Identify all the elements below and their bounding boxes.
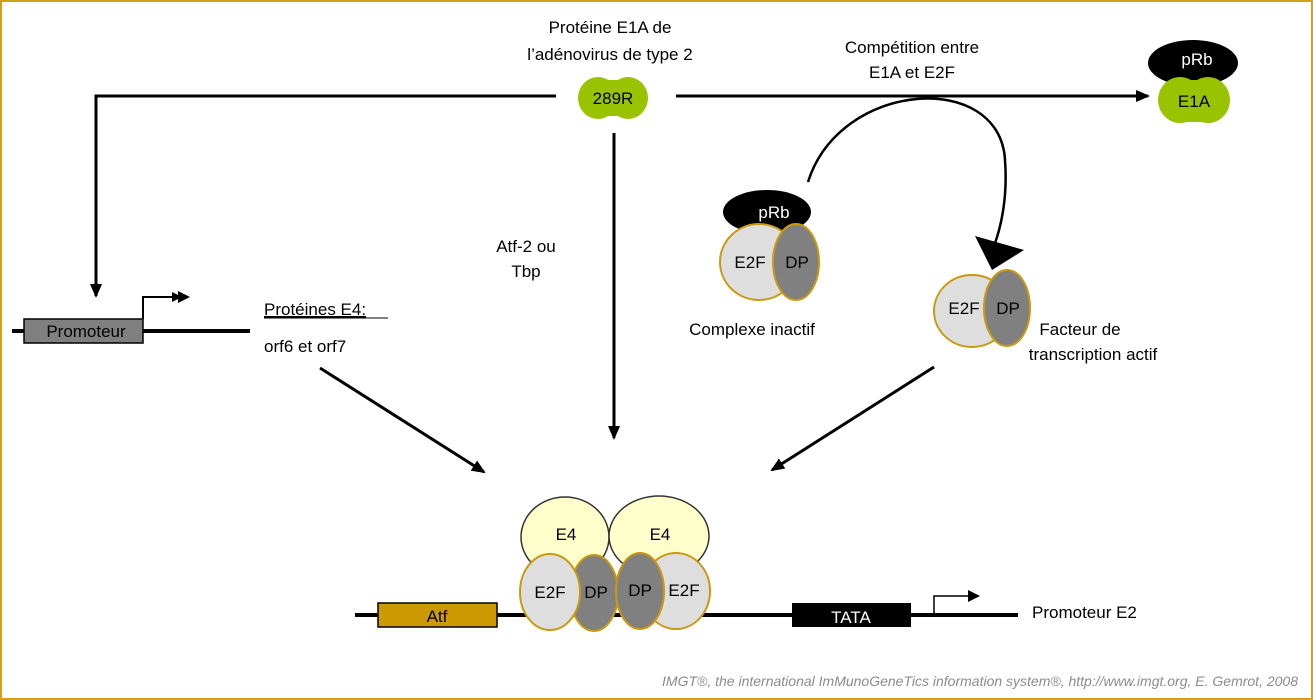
tata-box [792, 603, 911, 627]
protein-289r-label: 289R [593, 89, 634, 108]
dp-label-active: DP [996, 299, 1020, 318]
e1a-title-line2: l’adénovirus de type 2 [527, 45, 692, 64]
bound-complex: E4 E4 E2F DP DP E2F [519, 495, 711, 632]
dp-left-label: DP [584, 583, 608, 602]
prb-label-top: pRb [1181, 50, 1212, 69]
e2f-label-active: E2F [948, 299, 979, 318]
e2f-right-label: E2F [668, 581, 699, 600]
competition-line2: E1A et E2F [869, 63, 955, 82]
arrow-e4-proteins-to-complex [319, 366, 486, 474]
active-factor-caption-line2: transcription actif [1029, 345, 1158, 364]
arrow-active-factor-to-complex [770, 365, 935, 472]
e4-right-label: E4 [650, 525, 671, 544]
e2-promoter-label: Promoteur E2 [1032, 603, 1137, 622]
e2f-left [519, 553, 581, 631]
dp-label-inactive: DP [785, 253, 809, 272]
e4-promoter-label: Promoteur [46, 322, 126, 341]
competition-line1: Compétition entre [845, 38, 979, 57]
active-factor: E2F DP [933, 269, 1031, 348]
atf-box-label: Atf [427, 607, 448, 626]
dp-right [615, 552, 665, 630]
e4-left-label: E4 [556, 525, 577, 544]
protein-289r: 289R [578, 77, 648, 119]
e4-transcription-start-arrow [142, 292, 182, 319]
atf-box [377, 602, 498, 628]
e4-proteins-items: orf6 et orf7 [264, 337, 346, 356]
tata-box-label: TATA [831, 608, 871, 627]
curved-arrow-head [975, 236, 1024, 270]
inactive-complex: pRb E2F DP [719, 190, 820, 301]
credit-line: IMGT®, the international ImMunoGeneTics … [662, 673, 1298, 689]
curved-competition-arrow [806, 97, 1007, 247]
dp-right-label: DP [628, 581, 652, 600]
arrow-289r-to-e4-promoter [90, 94, 556, 298]
e2-transcription-start-arrow [933, 595, 970, 613]
atf2-tbp-line1: Atf-2 ou [496, 237, 556, 256]
e1a-label: E1A [1178, 92, 1211, 111]
e2f-left-label: E2F [534, 583, 565, 602]
prb-label-inactive: pRb [758, 203, 789, 222]
active-factor-caption-line1: Facteur de [1039, 320, 1120, 339]
prb-shape [1148, 40, 1238, 86]
e2f-label-inactive: E2F [734, 253, 765, 272]
atf2-tbp-line2: Tbp [511, 262, 540, 281]
prb-e1a-complex: pRb E1A [1148, 40, 1238, 123]
inactive-complex-caption: Complexe inactif [689, 320, 815, 339]
e1a-title-line1: Protéine E1A de [549, 18, 672, 37]
e4-promoter-box [23, 318, 144, 344]
e4-proteins-heading: Protéines E4: [264, 300, 366, 319]
